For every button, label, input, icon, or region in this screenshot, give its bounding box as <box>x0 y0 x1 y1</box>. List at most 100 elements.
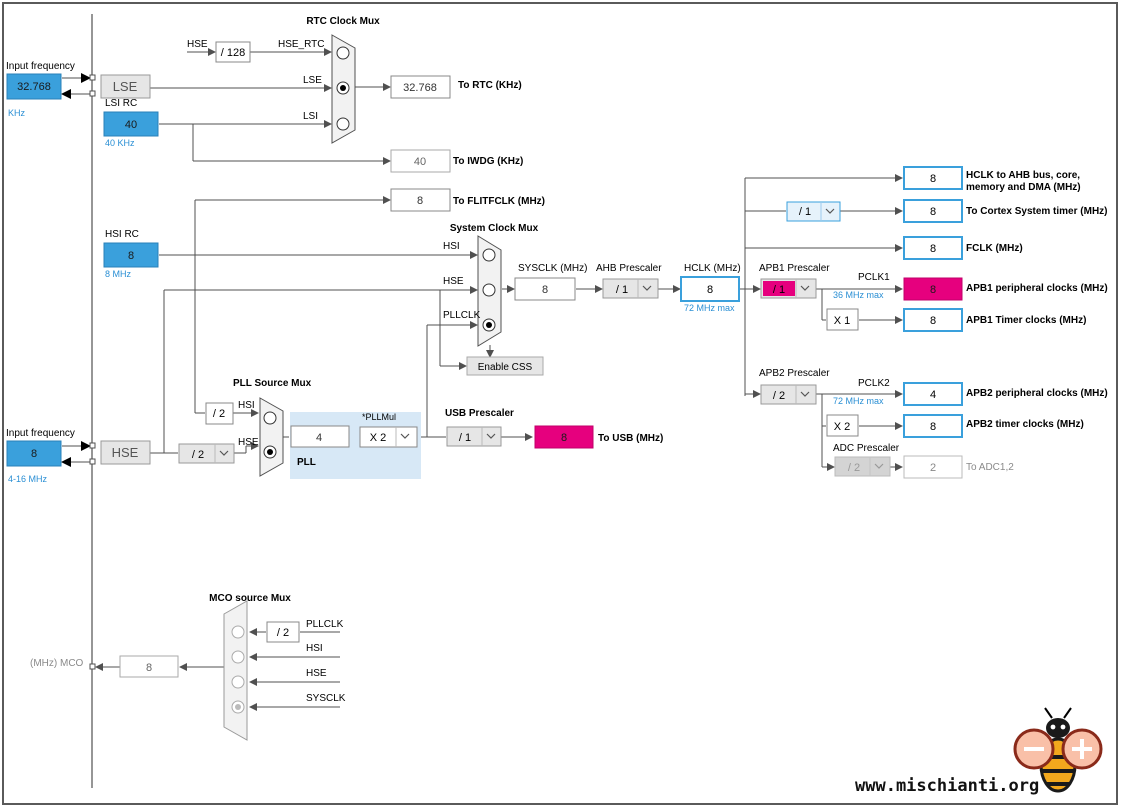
apb1-peripheral-field[interactable] <box>903 277 963 301</box>
hse-input-frequency-field[interactable] <box>6 440 62 467</box>
hse-prescaler-value: / 2 <box>192 449 204 461</box>
cortex-timer-label: To Cortex System timer (MHz) <box>966 206 1108 217</box>
iwdg-output-box <box>390 149 451 173</box>
hsi-rc-label: HSI RC <box>105 229 139 240</box>
sys-mux-title: System Clock Mux <box>450 223 539 234</box>
apb2-timer-field[interactable] <box>903 414 963 438</box>
to-iwdg-label: To IWDG (KHz) <box>453 156 523 167</box>
apb2-prescaler-label: APB2 Prescaler <box>759 368 830 379</box>
pllmul-dropdown[interactable] <box>359 426 418 448</box>
enable-css-label: Enable CSS <box>478 362 533 373</box>
iwdg-output-value: 40 <box>414 156 426 168</box>
sysclk-value: 8 <box>542 284 548 296</box>
lse-oscillator-box[interactable] <box>100 74 151 99</box>
fclk-field[interactable] <box>903 236 963 260</box>
system-clock-mux[interactable] <box>477 235 502 347</box>
apb1-peripheral-value: 8 <box>930 284 936 296</box>
ahb-desc-line1: HCLK to AHB bus, core, <box>966 170 1080 181</box>
pllmul-value: X 2 <box>370 432 387 444</box>
bee-logo-icon <box>1013 707 1103 793</box>
adc-prescaler-dropdown[interactable] <box>834 456 891 477</box>
hse-box-label: HSE <box>112 445 139 460</box>
apb2-timer-multiplier-box <box>826 414 859 437</box>
lsi-value: 40 <box>125 119 137 131</box>
apb2-timer-multiplier: X 2 <box>834 421 851 433</box>
pll-output-box <box>290 425 350 448</box>
div128-text: / 128 <box>221 47 245 59</box>
apb2-prescaler-dropdown[interactable] <box>760 384 817 405</box>
ahb-output-value: 8 <box>930 173 936 185</box>
ahb-output-field[interactable] <box>903 166 963 190</box>
cortex-prescaler-dropdown[interactable] <box>786 201 841 222</box>
chevron-down-icon <box>219 450 229 456</box>
fclk-value: 8 <box>930 243 936 255</box>
cortex-prescaler-value: / 1 <box>799 206 811 218</box>
pll-source-mux[interactable] <box>259 397 284 477</box>
apb2-timer-value: 8 <box>930 421 936 433</box>
sys-hsi-label: HSI <box>443 241 460 252</box>
apb1-timer-field[interactable] <box>903 308 963 332</box>
wires <box>61 48 903 711</box>
chevron-down-icon <box>874 463 884 469</box>
cortex-timer-value: 8 <box>930 206 936 218</box>
cortex-timer-field[interactable] <box>903 199 963 223</box>
ahb-desc-line2: memory and DMA (MHz) <box>966 182 1081 193</box>
hsi-rc-value-field[interactable] <box>103 242 159 268</box>
flit-output-value: 8 <box>417 195 423 207</box>
pll-output-value: 4 <box>316 432 322 444</box>
rtc-clock-mux[interactable] <box>331 34 356 144</box>
hclk-max-label: 72 MHz max <box>684 303 735 313</box>
pll-hsi-div2-box <box>205 402 234 425</box>
apb1-prescaler-value: / 1 <box>773 284 785 296</box>
hse-prescaler-dropdown[interactable] <box>178 443 235 464</box>
apb1-timer-multiplier-box <box>826 308 859 331</box>
sysclk-output-box <box>514 277 576 301</box>
watermark-text: www.mischianti.org <box>855 776 1039 796</box>
usb-prescaler-dropdown[interactable] <box>446 426 502 447</box>
sys-pllclk-label: PLLCLK <box>443 310 481 321</box>
mco-label: (MHz) MCO <box>30 658 84 669</box>
sys-hse-label: HSE <box>443 276 464 287</box>
hse-range-label: 4-16 MHz <box>8 474 48 484</box>
usb-output-value: 8 <box>561 432 567 444</box>
apb2-timer-label: APB2 timer clocks (MHz) <box>966 419 1084 430</box>
adc-output-value: 2 <box>930 462 936 474</box>
hse-input-frequency-label: Input frequency <box>6 428 75 439</box>
fclk-label: FCLK (MHz) <box>966 243 1023 254</box>
mco-mux-title: MCO source Mux <box>209 593 291 604</box>
hse-input-value: 8 <box>31 448 37 460</box>
adc-prescaler-value: / 2 <box>848 462 860 474</box>
sysclk-label: SYSCLK (MHz) <box>518 263 587 274</box>
mco-div2-text: / 2 <box>277 627 289 639</box>
pclk1-label: PCLK1 <box>858 272 890 283</box>
hclk-value: 8 <box>707 284 713 296</box>
rtc-mux-title: RTC Clock Mux <box>306 16 380 27</box>
pll-hsi-label: HSI <box>238 400 255 411</box>
hse-oscillator-box[interactable] <box>100 440 151 465</box>
to-usb-label: To USB (MHz) <box>598 433 663 444</box>
enable-css-button[interactable] <box>466 356 544 376</box>
apb1-timer-multiplier: X 1 <box>834 315 851 327</box>
pll-src-mux-title: PLL Source Mux <box>233 378 312 389</box>
lse-unit-label: KHz <box>8 108 26 118</box>
flitfclk-output-box <box>390 188 451 212</box>
lse-input-frequency-field[interactable] <box>6 73 62 100</box>
hsi-mhz-label: 8 MHz <box>105 269 132 279</box>
lsi-rc-value-field[interactable] <box>103 111 159 137</box>
ahb-prescaler-dropdown[interactable] <box>602 278 659 299</box>
adc-prescaler-label: ADC Prescaler <box>833 443 900 454</box>
lse-box-label: LSE <box>113 79 138 94</box>
chevron-down-icon <box>800 391 810 397</box>
mco-source-mux[interactable] <box>223 600 248 741</box>
lse-input-value: 32.768 <box>17 81 51 93</box>
hclk-value-field[interactable] <box>680 276 740 302</box>
apb1-prescaler-dropdown[interactable] <box>760 278 817 299</box>
apb2-peripheral-field[interactable] <box>903 382 963 406</box>
rtc-output-box <box>390 75 451 99</box>
apb1-timer-value: 8 <box>930 315 936 327</box>
rtc-output-value: 32.768 <box>403 82 437 94</box>
terminals <box>89 74 96 670</box>
chevron-down-icon <box>642 285 652 291</box>
